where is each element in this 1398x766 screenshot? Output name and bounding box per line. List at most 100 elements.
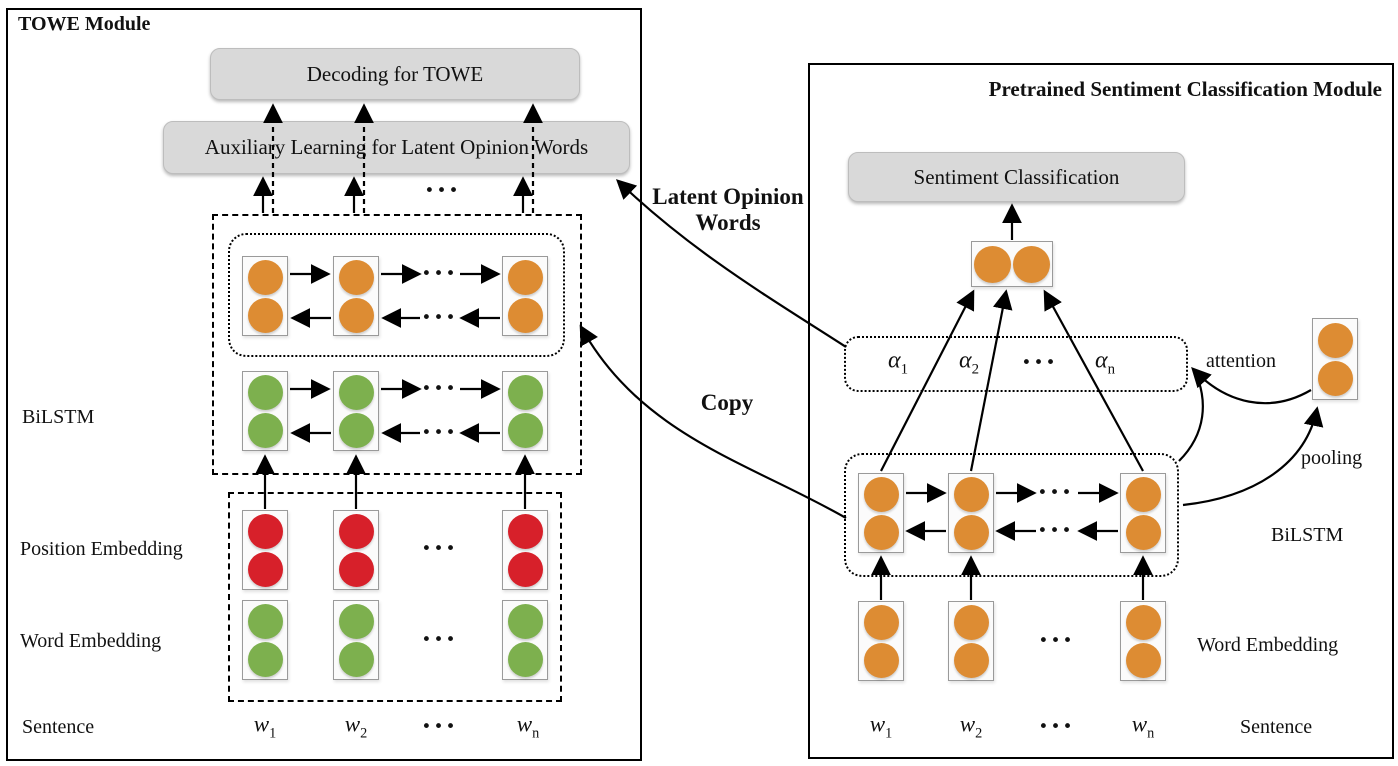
sentiment-word-embedding-ellipsis: ··· bbox=[1038, 625, 1076, 656]
sentiment-token-wn: wn bbox=[1131, 711, 1155, 742]
green-unit bbox=[338, 412, 374, 448]
sentiment-backward-ellipsis: ··· bbox=[1037, 515, 1075, 546]
orange-unit bbox=[247, 259, 283, 295]
towe-word-embedding-cell-n bbox=[502, 600, 548, 680]
sentiment-word-embedding-cell-2 bbox=[948, 601, 994, 681]
sentiment-classification-label: Sentiment Classification bbox=[913, 164, 1120, 189]
orange-unit bbox=[1125, 476, 1161, 512]
towe-hidden-cell-2 bbox=[333, 256, 379, 336]
towe-hidden-cell-1 bbox=[242, 256, 288, 336]
sentiment-module-title: Pretrained Sentiment Classification Modu… bbox=[988, 77, 1382, 101]
orange-unit bbox=[1317, 322, 1353, 358]
sentiment-hidden-cell-1 bbox=[858, 473, 904, 553]
green-unit bbox=[507, 412, 543, 448]
towe-token-w1: w1 bbox=[253, 711, 277, 742]
green-unit bbox=[338, 603, 374, 639]
orange-unit bbox=[863, 604, 899, 640]
towe-word-embedding-cell-2 bbox=[333, 600, 379, 680]
latent-opinion-words-label: Latent Opinion Words bbox=[652, 184, 804, 236]
towe-module-title: TOWE Module bbox=[18, 13, 151, 35]
towe-embedding-dashed-box bbox=[228, 492, 562, 702]
sentiment-hidden-cell-2 bbox=[948, 473, 994, 553]
towe-backward2-ellipsis: ··· bbox=[421, 417, 459, 448]
orange-unit bbox=[1317, 360, 1353, 396]
orange-unit bbox=[953, 604, 989, 640]
orange-unit bbox=[953, 642, 989, 678]
green-unit bbox=[247, 641, 283, 677]
position-embedding-label: Position Embedding bbox=[20, 538, 183, 560]
towe-forward2-ellipsis: ··· bbox=[421, 373, 459, 404]
sentiment-token-w1: w1 bbox=[869, 711, 893, 742]
decoding-label: Decoding for TOWE bbox=[306, 61, 484, 86]
towe-token-wn: wn bbox=[516, 711, 540, 742]
red-unit bbox=[338, 551, 374, 587]
position-embedding-ellipsis: ··· bbox=[421, 533, 459, 564]
sentiment-token-ellipsis: ··· bbox=[1038, 711, 1076, 742]
pooling-label: pooling bbox=[1301, 447, 1363, 469]
towe-hidden-cell-n bbox=[502, 256, 548, 336]
orange-unit bbox=[953, 514, 989, 550]
orange-unit bbox=[863, 514, 899, 550]
red-unit bbox=[247, 513, 283, 549]
aux-row-ellipsis: ··· bbox=[424, 175, 462, 206]
green-unit bbox=[247, 412, 283, 448]
sentiment-classification-box: Sentiment Classification bbox=[848, 152, 1185, 202]
orange-unit bbox=[863, 642, 899, 678]
green-unit bbox=[507, 374, 543, 410]
position-embedding-cell-1 bbox=[242, 510, 288, 590]
green-unit bbox=[338, 641, 374, 677]
sentiment-word-embedding-cell-1 bbox=[858, 601, 904, 681]
position-embedding-cell-n bbox=[502, 510, 548, 590]
auxiliary-learning-box: Auxiliary Learning for Latent Opinion Wo… bbox=[163, 121, 630, 174]
towe-forward-ellipsis: ··· bbox=[421, 258, 459, 289]
towe-lstm-cell-1 bbox=[242, 371, 288, 451]
attention-label: attention bbox=[1206, 350, 1276, 372]
orange-unit bbox=[1125, 642, 1161, 678]
alpha-2: α2 bbox=[958, 347, 980, 378]
pooled-vector-cell bbox=[1312, 318, 1358, 400]
alpha-1: α1 bbox=[887, 347, 909, 378]
sentiment-sentence-label: Sentence bbox=[1240, 716, 1313, 738]
green-unit bbox=[507, 641, 543, 677]
red-unit bbox=[507, 513, 543, 549]
position-embedding-cell-2 bbox=[333, 510, 379, 590]
sentiment-word-embedding-label: Word Embedding bbox=[1197, 634, 1339, 656]
red-unit bbox=[507, 551, 543, 587]
towe-word-embedding-ellipsis: ··· bbox=[421, 624, 459, 655]
towe-backward-ellipsis: ··· bbox=[421, 302, 459, 333]
green-unit bbox=[247, 374, 283, 410]
towe-lstm-cell-n bbox=[502, 371, 548, 451]
alpha-ellipsis: ··· bbox=[1021, 347, 1059, 378]
red-unit bbox=[247, 551, 283, 587]
sentiment-forward-ellipsis: ··· bbox=[1037, 477, 1075, 508]
orange-unit bbox=[507, 297, 543, 333]
red-unit bbox=[338, 513, 374, 549]
orange-unit bbox=[507, 259, 543, 295]
orange-unit bbox=[974, 245, 1011, 283]
orange-unit bbox=[953, 476, 989, 512]
green-unit bbox=[338, 374, 374, 410]
orange-unit bbox=[1013, 245, 1050, 283]
orange-unit bbox=[338, 297, 374, 333]
sentiment-hidden-cell-n bbox=[1120, 473, 1166, 553]
towe-lstm-cell-2 bbox=[333, 371, 379, 451]
towe-word-embedding-label: Word Embedding bbox=[20, 630, 162, 652]
orange-unit bbox=[1125, 514, 1161, 550]
sentiment-token-w2: w2 bbox=[959, 711, 983, 742]
towe-token-ellipsis: ··· bbox=[421, 711, 459, 742]
sentence-vector-cell bbox=[971, 241, 1053, 287]
orange-unit bbox=[247, 297, 283, 333]
green-unit bbox=[247, 603, 283, 639]
auxiliary-learning-label: Auxiliary Learning for Latent Opinion Wo… bbox=[204, 135, 589, 159]
towe-sentence-label: Sentence bbox=[22, 716, 95, 738]
copy-label: Copy bbox=[700, 390, 754, 415]
green-unit bbox=[507, 603, 543, 639]
alpha-n: αn bbox=[1094, 347, 1116, 378]
towe-word-embedding-cell-1 bbox=[242, 600, 288, 680]
decoding-box: Decoding for TOWE bbox=[210, 48, 580, 100]
sentiment-bilstm-label: BiLSTM bbox=[1271, 524, 1344, 546]
towe-hidden-states-dotted-box bbox=[228, 233, 565, 357]
towe-token-w2: w2 bbox=[344, 711, 368, 742]
towe-bilstm-label: BiLSTM bbox=[22, 406, 95, 428]
